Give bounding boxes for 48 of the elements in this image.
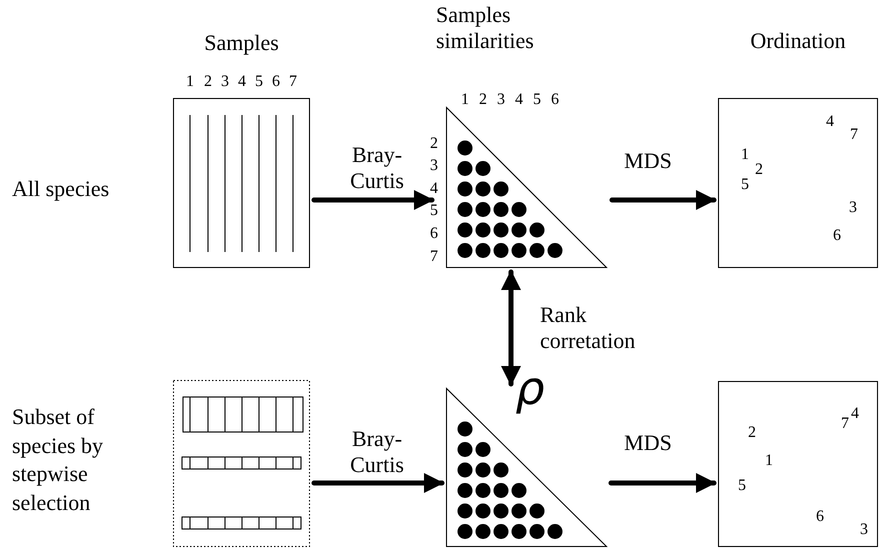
sample-point-label: 3 <box>860 522 868 538</box>
edge-label: Bray- Curtis <box>349 142 405 195</box>
sample-point-label: 4 <box>851 406 859 422</box>
column-number: 4 <box>515 92 523 108</box>
column-number: 7 <box>289 74 297 90</box>
row-number: 3 <box>430 158 438 174</box>
column-heading: Ordination <box>749 28 847 54</box>
row-heading: All species <box>12 176 110 202</box>
arrow <box>610 190 716 210</box>
column-number: 4 <box>238 74 246 90</box>
sample-point-label: 2 <box>755 162 763 178</box>
column-number: 6 <box>551 92 559 108</box>
sample-point-label: 5 <box>741 177 749 193</box>
column-number: 2 <box>479 92 487 108</box>
sample-point-label: 1 <box>765 453 773 469</box>
sample-point-label: 6 <box>833 228 841 244</box>
sample-point-label: 7 <box>850 127 858 143</box>
column-number: 5 <box>533 92 541 108</box>
sample-point-label: 2 <box>748 425 756 441</box>
column-heading: Samples similarities <box>436 2 535 55</box>
sample-point-label: 1 <box>741 147 749 163</box>
row-number: 4 <box>430 181 438 197</box>
column-heading: Samples <box>203 30 280 56</box>
column-number: 3 <box>497 92 505 108</box>
row-number: 6 <box>430 226 438 242</box>
sample-point-label: 3 <box>849 200 857 216</box>
column-number: 1 <box>186 74 194 90</box>
edge-label: MDS <box>623 430 673 456</box>
arrow <box>312 473 444 493</box>
column-number: 2 <box>204 74 212 90</box>
row-number: 7 <box>430 249 438 265</box>
column-number: 5 <box>255 74 263 90</box>
row-number: 2 <box>430 136 438 152</box>
column-number: 3 <box>221 74 229 90</box>
edge-label: MDS <box>623 148 673 174</box>
sample-point-label: 5 <box>738 478 746 494</box>
edge-label: Bray- Curtis <box>349 426 405 479</box>
sample-point-label: 7 <box>841 416 849 432</box>
sample-point-label: 4 <box>826 114 834 130</box>
edge-label: Rank corretation <box>540 302 636 355</box>
arrow <box>501 270 521 386</box>
row-number: 5 <box>430 203 438 219</box>
column-number: 6 <box>272 74 280 90</box>
arrow <box>312 190 434 210</box>
column-number: 1 <box>461 92 469 108</box>
sample-point-label: 6 <box>816 509 824 525</box>
row-heading: Subset of species by stepwise selection <box>12 403 104 517</box>
arrow <box>608 473 716 493</box>
